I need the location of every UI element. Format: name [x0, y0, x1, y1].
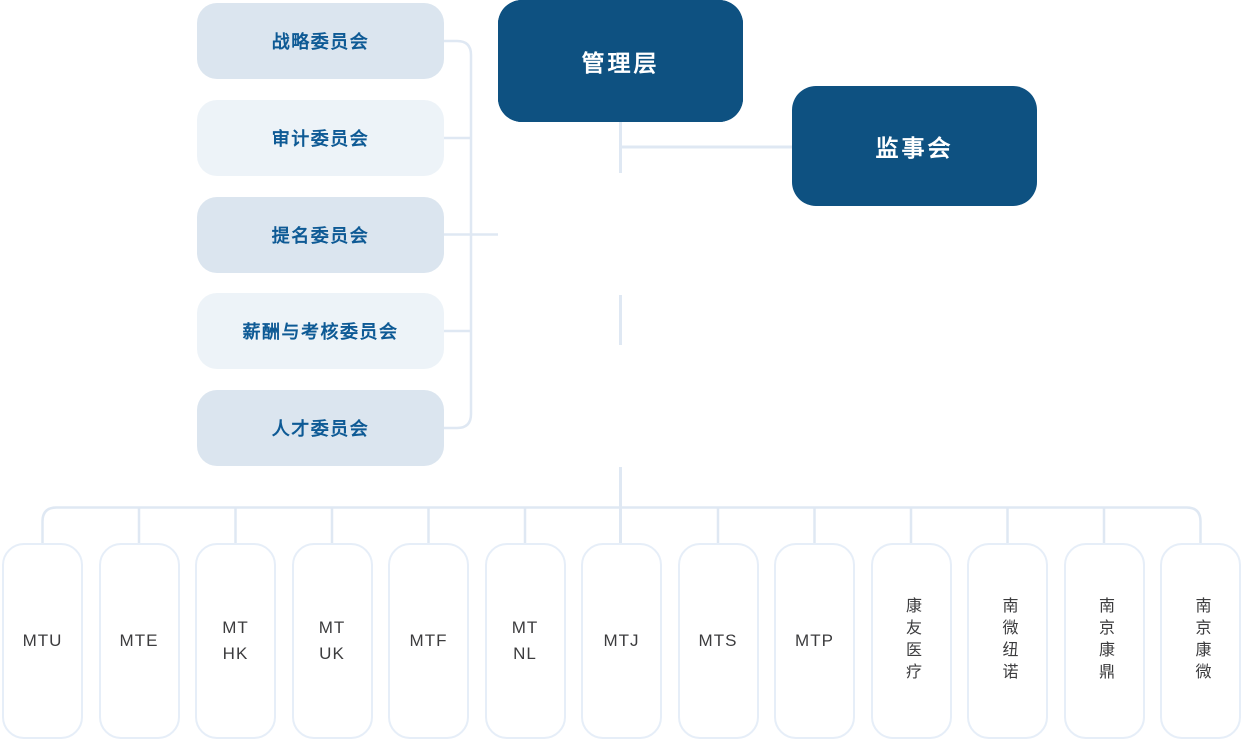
subsidiary-box-mte: MTE: [98, 543, 180, 739]
subsidiary-label: MTE: [119, 630, 159, 650]
subsidiary-label: 南微纽诺: [999, 597, 1017, 685]
subsidiary-rail-line: [41, 506, 1202, 543]
subsidiary-label: MTS: [698, 630, 738, 650]
subsidiary-box-mt-nl: MT NL: [484, 543, 566, 739]
subsidiary-label: MTP: [795, 630, 834, 650]
governance-trunk-line: [619, 122, 792, 543]
subsidiary-tick-lines: [137, 507, 1106, 543]
committee-label: 人才委员会: [271, 419, 370, 439]
subsidiary-label: 南京康鼎: [1096, 597, 1113, 685]
subsidiary-box-kangyou-medical: 康友医疗: [870, 543, 952, 739]
node-label: 监事会: [875, 135, 954, 161]
node-supervisory-board: 监事会: [792, 86, 1037, 206]
subsidiary-box-mts: MTS: [677, 543, 759, 739]
committee-box-nomination: 提名委员会: [197, 197, 444, 273]
committee-label: 薪酬与考核委员会: [242, 322, 399, 342]
subsidiary-label: 南京康微: [1192, 597, 1210, 685]
subsidiary-box-mtj: MTJ: [581, 543, 662, 739]
subsidiary-box-mtf: MTF: [388, 543, 469, 739]
committee-box-remuneration-assessment: 薪酬与考核委员会: [197, 293, 444, 369]
subsidiary-label: MTF: [409, 630, 448, 650]
subsidiary-label: MT HK: [222, 617, 249, 663]
node-management: 管理层: [498, 0, 743, 122]
subsidiary-label: MT NL: [511, 617, 539, 663]
committee-label: 审计委员会: [271, 129, 370, 149]
committee-box-audit: 审计委员会: [197, 100, 444, 176]
subsidiary-label: MT UK: [318, 617, 346, 663]
committee-box-strategy: 战略委员会: [197, 3, 444, 79]
subsidiary-label: MTU: [22, 630, 63, 650]
committee-bracket-line: [444, 39, 498, 430]
subsidiary-box-nanjing-kangding: 南京康鼎: [1063, 543, 1145, 739]
committee-label: 提名委员会: [271, 226, 370, 246]
subsidiary-row: MTU MTE MT HK MT UK MTF MT NL MTJ MTS MT…: [2, 543, 1241, 739]
committee-label: 战略委员会: [271, 32, 370, 52]
subsidiary-box-mt-hk: MT HK: [195, 543, 276, 739]
subsidiary-label: MTJ: [603, 630, 640, 650]
subsidiary-box-nanjing-kangwei: 南京康微: [1160, 543, 1241, 739]
node-label: 管理层: [581, 50, 660, 76]
subsidiary-box-mtu: MTU: [2, 543, 83, 739]
subsidiary-box-mtp: MTP: [774, 543, 855, 739]
subsidiary-box-nanwei-niunuo: 南微纽诺: [967, 543, 1048, 739]
subsidiary-label: 康友医疗: [903, 597, 920, 685]
committee-box-talent: 人才委员会: [197, 390, 444, 466]
subsidiary-box-mt-uk: MT UK: [291, 543, 373, 739]
